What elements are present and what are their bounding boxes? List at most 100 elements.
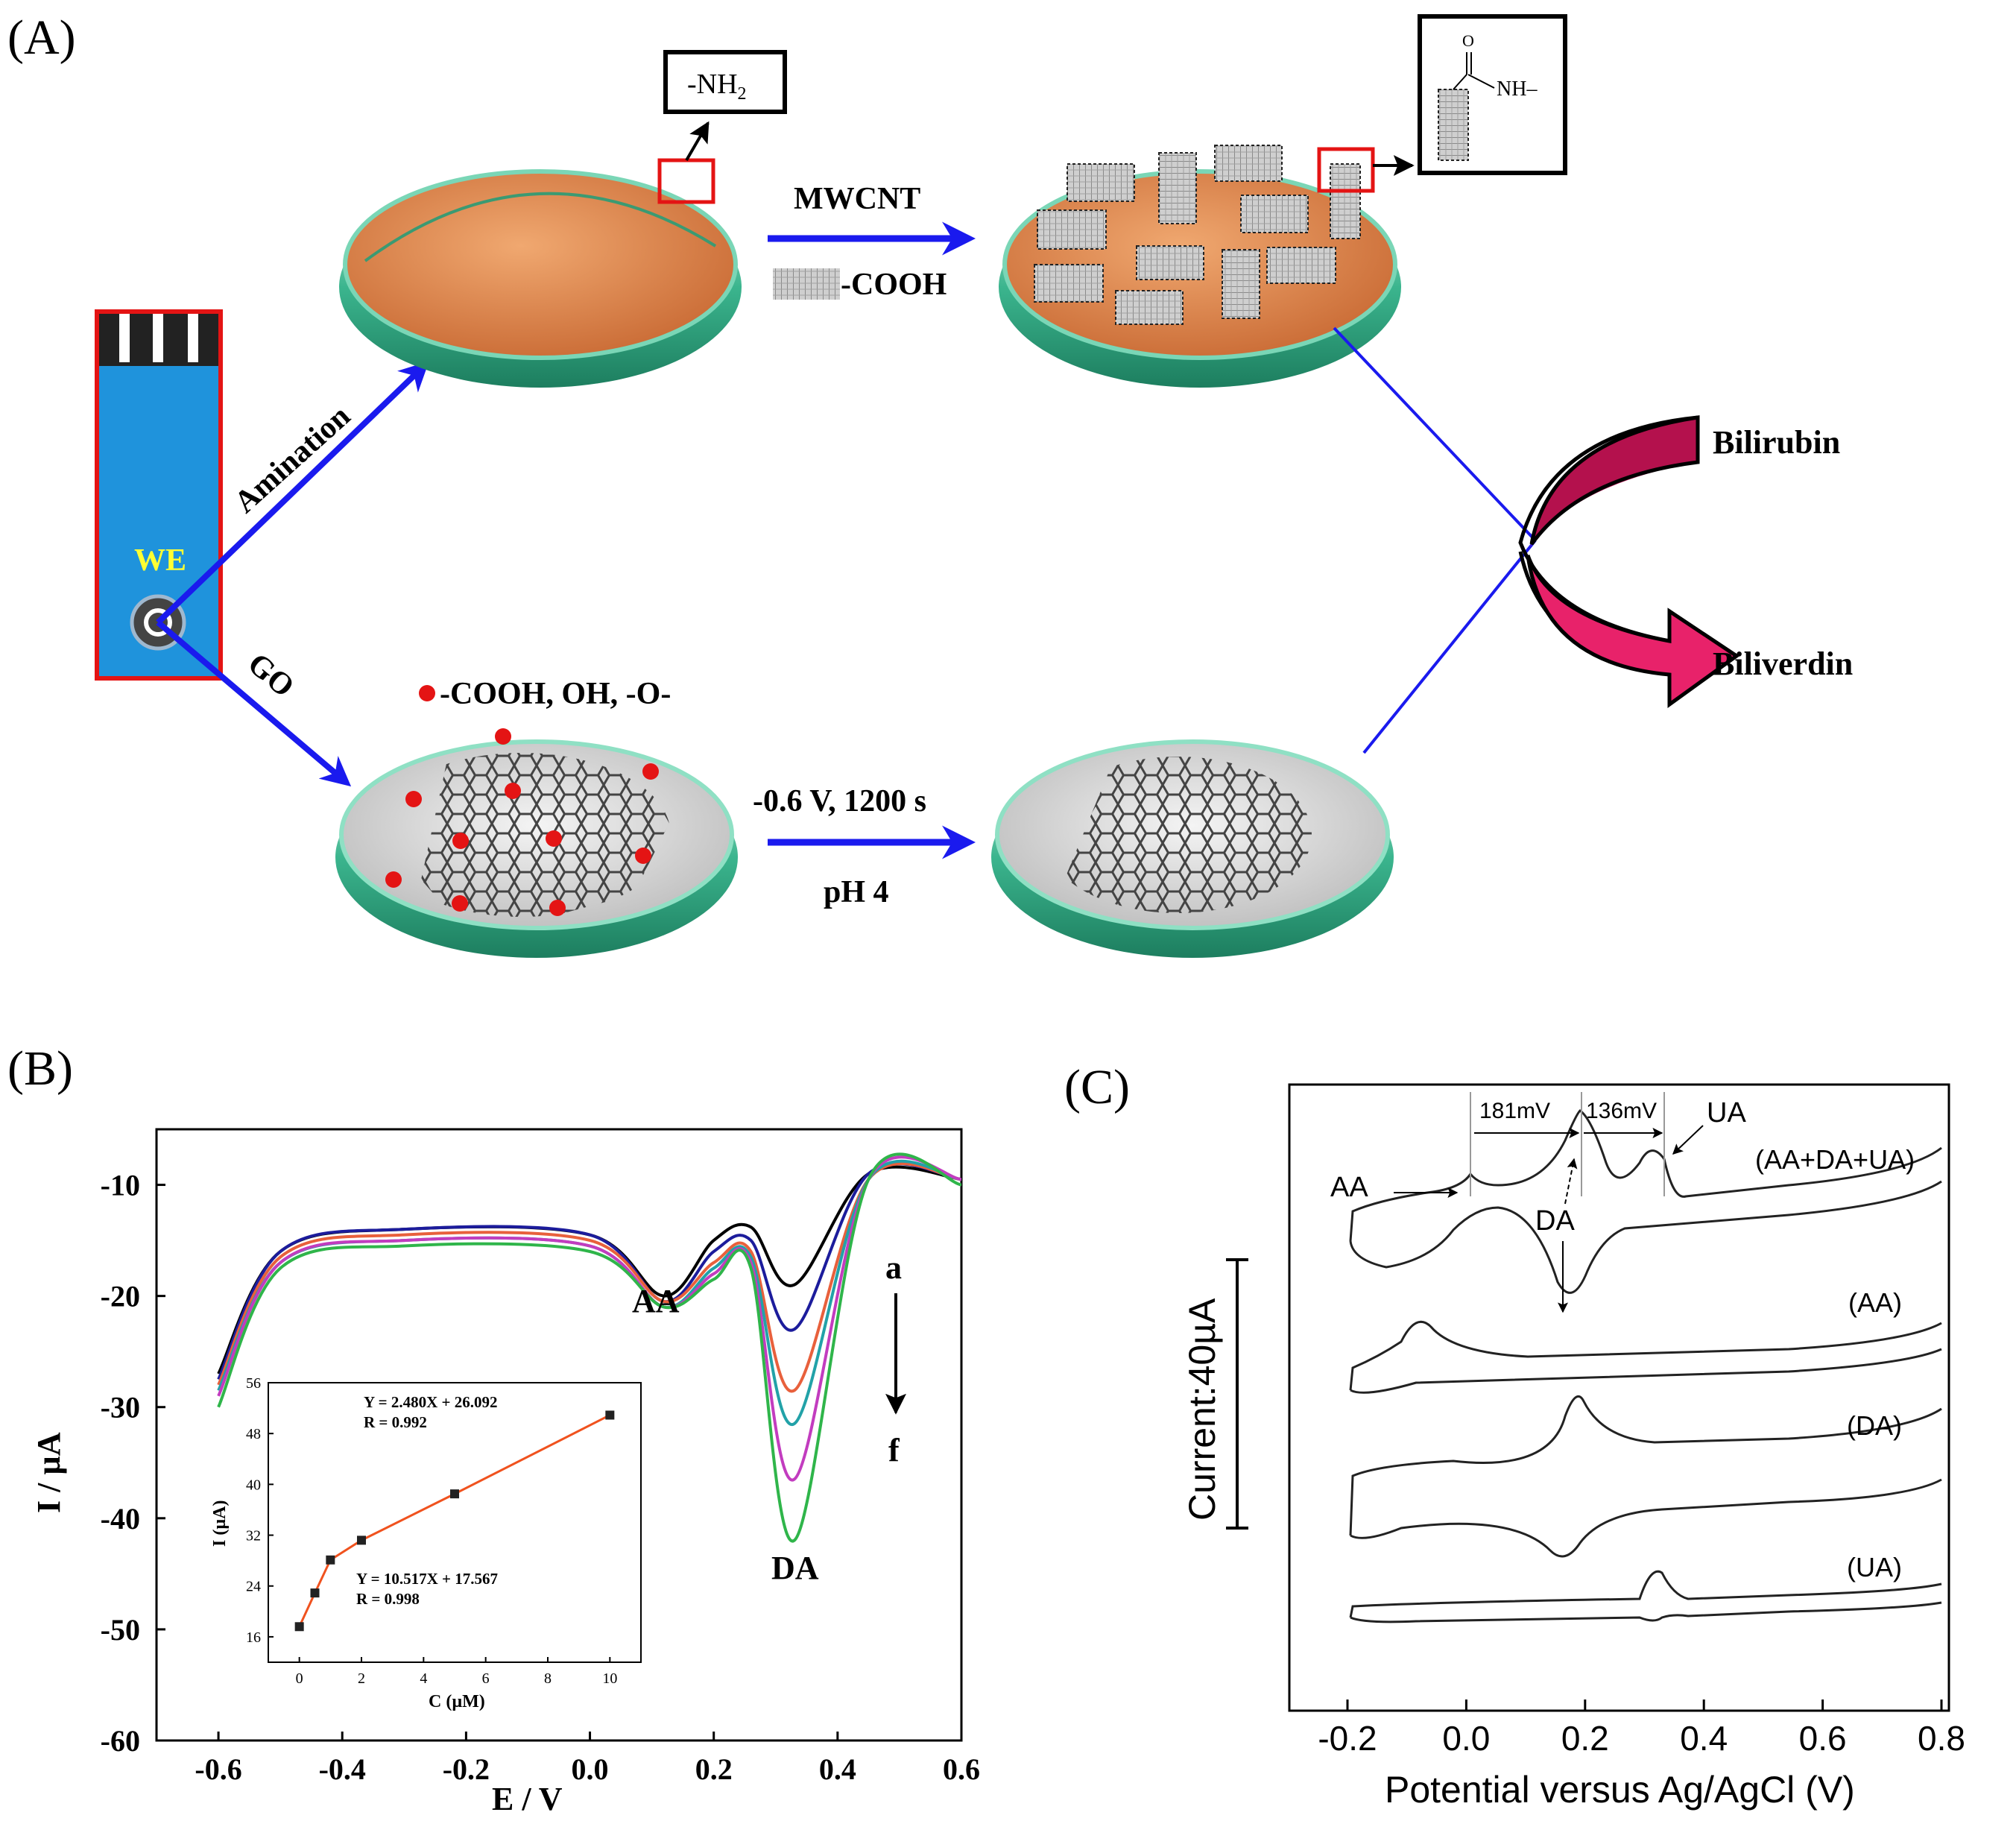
inset-point [326, 1555, 335, 1565]
inset-point [310, 1588, 320, 1598]
panel-c-x-ticks: -0.2 0.0 0.2 0.4 0.6 0.8 [1318, 1700, 1965, 1758]
panel-c-xlabel: Potential versus Ag/AgCl (V) [1385, 1769, 1855, 1811]
panel-a: (A) WE Amination GO -NH2 M [7, 10, 1853, 958]
x-tick-label: -0.2 [443, 1752, 490, 1786]
trace-label-ua: (UA) [1847, 1552, 1902, 1582]
oxygen-groups [385, 728, 659, 916]
svg-text:O: O [1462, 31, 1474, 50]
mwcnt-disk: O NH– [999, 14, 1567, 388]
go-disk [335, 728, 738, 958]
x-tick-label: 0.6 [943, 1752, 980, 1786]
inset-ylabel: I (µA) [210, 1500, 230, 1547]
go-label: GO [241, 646, 301, 704]
x-tick-label: -0.6 [195, 1752, 241, 1786]
inset-x-tick-label: 4 [420, 1670, 427, 1687]
c-x-tick-label: 0.8 [1918, 1719, 1965, 1758]
x-tick-label: 0.4 [819, 1752, 856, 1786]
y-tick-label: -30 [101, 1391, 140, 1424]
cv-da-forward [1349, 1395, 1942, 1536]
inset-x-tick-label: 2 [358, 1670, 365, 1687]
panel-c-curves [1349, 1109, 1942, 1623]
inset-point [357, 1536, 366, 1545]
panel-b-curves [217, 1152, 962, 1543]
x-tick-label: 0.0 [572, 1752, 609, 1786]
reduction-label: -0.6 V, 1200 s [753, 784, 926, 818]
rgo-disk [991, 739, 1394, 958]
inset-x-tick-label: 10 [602, 1670, 617, 1687]
y-tick-label: -60 [101, 1724, 140, 1758]
inset-plot [294, 1410, 615, 1632]
cv-mix-forward [1349, 1109, 1942, 1242]
inset-y-tick-label: 16 [246, 1629, 261, 1646]
label-181mv: 181mV [1479, 1099, 1550, 1123]
amination-arrow [156, 361, 429, 625]
panel-c-frame [1288, 1083, 1950, 1712]
c-x-tick-label: 0.0 [1442, 1719, 1490, 1758]
inset-y-tick-label: 40 [246, 1477, 261, 1493]
bilirubin-label: Bilirubin [1713, 424, 1840, 461]
inset-point [605, 1410, 615, 1420]
peak-da-label-c: DA [1535, 1205, 1575, 1237]
panel-a-label: (A) [7, 10, 76, 65]
x-tick-label: 0.2 [695, 1752, 733, 1786]
connector-top [1333, 326, 1537, 542]
panel-b-frame [155, 1128, 963, 1742]
inset-eq1: Y = 2.480X + 26.092 [364, 1393, 497, 1411]
inset-eq2: Y = 10.517X + 17.567 [356, 1570, 498, 1588]
trace-label-da: (DA) [1847, 1410, 1902, 1441]
we-label: WE [134, 543, 186, 578]
inset-y-tick-label: 48 [246, 1426, 261, 1442]
curve-arrow-bottom-label: f [888, 1432, 900, 1468]
inset-xlabel: C (µM) [429, 1692, 485, 1711]
inset-y-tick-label: 24 [246, 1579, 261, 1595]
curve-f [217, 1152, 962, 1543]
c-x-tick-label: -0.2 [1318, 1719, 1377, 1758]
y-tick-label: -20 [101, 1280, 140, 1313]
conversion-arrow [1518, 415, 1740, 708]
panel-b-y-ticks: -10-20-30-40-50-60 [101, 1169, 165, 1758]
connector-bottom [1362, 539, 1537, 754]
cv-ua-forward [1349, 1570, 1942, 1618]
cooh-label: -COOH [841, 268, 947, 302]
inset-y-tick-label: 32 [246, 1528, 261, 1544]
inset-r2: R = 0.998 [356, 1590, 420, 1608]
peak-aa-label: AA [632, 1283, 680, 1319]
c-x-tick-label: 0.4 [1680, 1719, 1728, 1758]
y-tick-label: -40 [101, 1502, 140, 1536]
amide-box: O NH– [1418, 14, 1567, 175]
trace-label-mix: (AA+DA+UA) [1755, 1144, 1915, 1175]
curve-a [217, 1165, 962, 1375]
amination-label: Amination [228, 399, 357, 520]
nh2-label: -NH2 [687, 69, 747, 104]
mwcnt-label: MWCNT [794, 182, 920, 216]
label-136mv: 136mV [1586, 1099, 1657, 1123]
y-tick-label: -10 [101, 1169, 140, 1202]
cv-aa-forward [1349, 1320, 1942, 1391]
cv-mix-reverse [1349, 1180, 1942, 1294]
aminated-disk: -NH2 [339, 50, 787, 388]
cv-aa-reverse [1350, 1348, 1942, 1394]
amide-highlight-box [1317, 147, 1375, 193]
cnt-tube-icon [773, 268, 840, 300]
curve-arrow-top-label: a [885, 1249, 902, 1286]
ph-label: pH 4 [824, 875, 889, 909]
inset-point [294, 1622, 304, 1632]
cv-ua-reverse [1350, 1601, 1942, 1623]
inset-y-ticks: 16 24 32 40 48 56 [246, 1375, 274, 1646]
cv-da-reverse [1350, 1478, 1942, 1558]
inset-y-tick-label: 56 [246, 1375, 261, 1392]
inset-fit-line [298, 1414, 611, 1627]
c-x-tick-label: 0.6 [1799, 1719, 1847, 1758]
inset-x-tick-label: 8 [544, 1670, 552, 1687]
peak-ua-label: UA [1707, 1097, 1746, 1129]
current-scale-bar: Current:40µA [1181, 1258, 1248, 1530]
nh2-box [663, 50, 787, 114]
c-x-tick-label: 0.2 [1561, 1719, 1609, 1758]
inset-point [450, 1489, 459, 1499]
panel-b-label: (B) [7, 1041, 73, 1096]
